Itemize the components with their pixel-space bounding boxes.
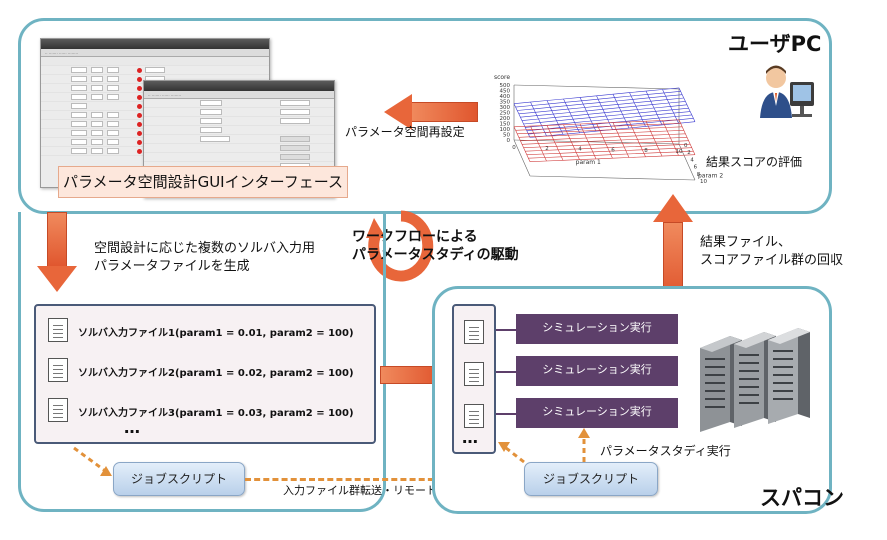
surface-2-gridline xyxy=(645,121,663,157)
server-rack-icon xyxy=(700,328,810,432)
reconfigure-arrow-head xyxy=(384,94,412,130)
surface-2-gridline xyxy=(525,143,691,152)
collect-label-line1: 結果ファイル、 xyxy=(700,235,792,250)
collect-label: 結果ファイル、 スコアファイル群の回収 xyxy=(700,234,843,270)
z-tick-label: 200 xyxy=(500,116,511,122)
y-tick-label: 4 xyxy=(690,157,694,163)
surface-1-gridline xyxy=(629,92,646,127)
job-script-right[interactable]: ジョブスクリプト xyxy=(524,462,658,496)
y-tick-label: 6 xyxy=(694,165,698,171)
transfer-dashed-line xyxy=(245,478,507,481)
solver-files-box: ソルバ入力ファイル1(param1 = 0.01, param2 = 100) … xyxy=(34,304,376,444)
evaluate-label: 結果スコアの評価 xyxy=(706,155,803,169)
x-tick-label: 4 xyxy=(578,147,582,153)
document-icon xyxy=(464,404,484,428)
surface-2-gridline xyxy=(529,154,696,162)
sim-connector xyxy=(496,413,518,415)
z-tick-label: 450 xyxy=(500,89,511,95)
collect-arrow-head xyxy=(653,194,693,222)
x-tick-label: 2 xyxy=(545,146,549,152)
simulation-run-3: シミュレーション実行 xyxy=(516,398,678,428)
surface-2-gridline xyxy=(528,150,694,159)
y-tick-label: 8 xyxy=(697,172,701,178)
surface-1-gridline xyxy=(525,111,691,128)
local-files-panel xyxy=(18,212,386,512)
generate-arrow-head xyxy=(37,266,77,292)
surface-1-gridline xyxy=(523,107,689,125)
y-axis-label: param 2 xyxy=(698,173,723,180)
z-tick-label: 150 xyxy=(500,122,511,128)
surface-1-gridline xyxy=(645,90,663,126)
x-tick-label: 10 xyxy=(676,149,683,155)
z-tick-label: 0 xyxy=(507,138,511,144)
document-icon xyxy=(48,318,68,342)
z-axis-label: score xyxy=(494,74,510,81)
supercomputer-title: スパコン xyxy=(760,486,844,510)
user-at-pc-icon xyxy=(760,65,814,118)
simulation-run-1: シミュレーション実行 xyxy=(516,314,678,344)
surface-2-gridline xyxy=(629,121,646,157)
z-tick-label: 400 xyxy=(500,94,511,100)
reconfigure-arrow xyxy=(410,102,478,122)
generate-label-line1: 空間設計に応じた複数のソルバ入力用 xyxy=(94,241,316,256)
study-exec-arrows xyxy=(498,428,590,464)
sim-connector xyxy=(496,329,518,331)
surface-1-gridline xyxy=(662,89,679,124)
document-icon xyxy=(48,358,68,382)
surface-2-gridline xyxy=(521,137,688,145)
user-pc-title: ユーザPC xyxy=(728,32,822,56)
workflow-label-line2: パラメータスタディの駆動 xyxy=(352,247,519,263)
solver-files-ellipsis: … xyxy=(124,418,142,437)
job-script-left[interactable]: ジョブスクリプト xyxy=(113,462,245,496)
surface-1-gridline xyxy=(612,94,630,129)
surface-1-gridline xyxy=(521,104,688,121)
surface-2-gridline xyxy=(678,119,696,155)
chart-frame-line xyxy=(513,139,531,177)
z-tick-label: 100 xyxy=(500,127,511,133)
document-icon xyxy=(48,398,68,422)
surface-2-gridline xyxy=(526,147,692,155)
x-tick-label: 8 xyxy=(644,148,648,154)
z-tick-label: 250 xyxy=(500,111,511,117)
x-axis-label: param 1 xyxy=(576,159,601,166)
z-tick-label: 50 xyxy=(503,133,510,139)
y-tick-label: 10 xyxy=(700,179,707,185)
solver-file-1: ソルバ入力ファイル1(param1 = 0.01, param2 = 100) xyxy=(78,328,354,339)
surface-1-gridline xyxy=(678,87,696,122)
surface-2-gridline xyxy=(612,122,630,158)
document-icon xyxy=(464,362,484,386)
document-icon xyxy=(464,320,484,344)
job-script-left-arrow xyxy=(73,446,112,476)
y-tick-label: 2 xyxy=(687,150,691,156)
reconfigure-label: パラメータ空間再設定 xyxy=(345,125,465,139)
transfer-arrow xyxy=(380,366,440,384)
x-tick-label: 6 xyxy=(611,147,615,153)
z-tick-label: 300 xyxy=(500,105,511,111)
generate-label-line2: パラメータファイルを生成 xyxy=(94,259,250,274)
surface-2-gridline xyxy=(662,120,679,156)
chart-frame-line xyxy=(678,143,696,181)
collect-label-line2: スコアファイル群の回収 xyxy=(700,253,844,268)
simulation-run-2: シミュレーション実行 xyxy=(516,356,678,386)
solver-file-2: ソルバ入力ファイル2(param1 = 0.02, param2 = 100) xyxy=(78,368,354,379)
sim-connector xyxy=(496,371,518,373)
gui-caption: パラメータ空間設計GUIインターフェース xyxy=(58,166,348,198)
job-files-box: … xyxy=(452,304,496,454)
study-exec-label: パラメータスタディ実行 xyxy=(600,444,731,458)
y-tick-label: 0 xyxy=(684,143,688,149)
z-tick-label: 500 xyxy=(500,83,511,89)
z-tick-label: 350 xyxy=(500,100,511,106)
chart-frame-line xyxy=(513,139,680,145)
job-files-ellipsis: … xyxy=(462,428,480,447)
chart-frame-line xyxy=(529,175,696,181)
x-tick-label: 0 xyxy=(512,145,516,151)
generate-label: 空間設計に応じた複数のソルバ入力用 パラメータファイルを生成 xyxy=(94,240,315,276)
chart-frame-line xyxy=(513,84,680,90)
surface-2-gridline xyxy=(523,140,689,148)
solver-file-3: ソルバ入力ファイル3(param1 = 0.03, param2 = 100) xyxy=(78,408,354,419)
